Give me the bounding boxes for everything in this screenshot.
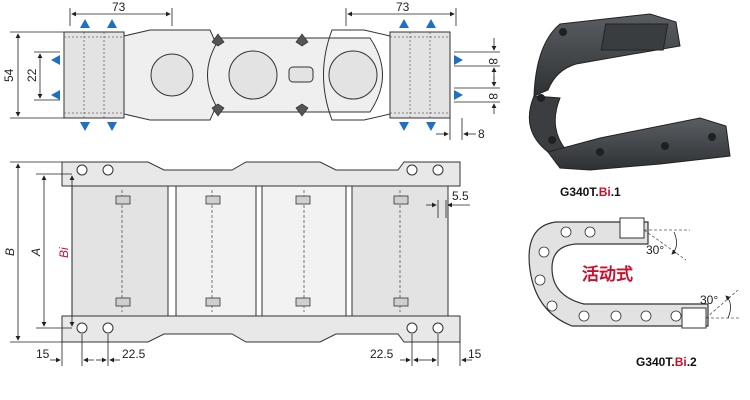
pin-bottom-left: [211, 103, 225, 117]
dim-bottom-15-right: 15: [468, 347, 482, 361]
dim-gap-8-a: 8: [486, 58, 500, 65]
dim-bottom-22-5-right: 22.5: [370, 347, 394, 361]
crossbar-left: [175, 185, 257, 317]
dim-top-73-right: 73: [396, 0, 410, 14]
dim-gap-8-c: 8: [478, 127, 485, 141]
top-left-mounting-bracket: [63, 31, 125, 119]
dim-bottom-15-left: 15: [36, 347, 50, 361]
top-right-mounting-bracket: [389, 31, 451, 119]
bottom-left-mounting-plate: [71, 185, 169, 317]
dim-label-Bi: Bi: [57, 247, 71, 258]
schematic-caption: G340T.Bi.2: [636, 355, 697, 369]
dim-height-22: 22: [25, 68, 39, 82]
top-view-drawing: 73 73 54 22 8 8 8: [2, 0, 500, 141]
schematic-end-bracket-bottom: [681, 307, 707, 329]
dim-bottom-22-5-left: 22.5: [122, 347, 146, 361]
top-rail: [61, 161, 461, 187]
cable-chain-render: G340T.Bi.1: [528, 13, 731, 199]
chain-schematic: 30° 30° 活动式 G340T.Bi.2: [528, 217, 740, 369]
link-hole-left: [150, 53, 194, 97]
dim-height-54: 54: [2, 68, 16, 82]
angle-label-bottom: 30°: [700, 293, 718, 307]
schematic-end-bracket-top: [619, 217, 645, 239]
dim-gap-8-b: 8: [486, 93, 500, 100]
dim-label-B: B: [3, 248, 17, 256]
link-hole-center-left: [228, 50, 278, 100]
chain-lower-run: [547, 117, 731, 171]
link-hole-center-right: [328, 50, 378, 100]
dim-offset-5-5: 5.5: [452, 189, 469, 203]
pin-bottom-right: [295, 103, 309, 117]
angle-label-top: 30°: [646, 243, 664, 257]
dim-label-A: A: [29, 248, 43, 257]
photo-caption: G340T.Bi.1: [560, 185, 621, 199]
bottom-view-drawing: B A Bi 15 22.5 22.5 15 5.5: [3, 161, 482, 366]
pin-top-right: [295, 33, 309, 47]
dim-top-73-left: 73: [112, 0, 126, 14]
bottom-rail: [61, 315, 461, 343]
link-center-slot: [288, 66, 314, 83]
chain-link-right: [323, 29, 391, 121]
pin-top-left: [211, 33, 225, 47]
bolt-holes: [76, 164, 444, 334]
schematic-link-holes: [534, 226, 682, 322]
movable-type-label: 活动式: [582, 264, 633, 285]
marker-group: [51, 19, 463, 131]
chain-bend: [528, 95, 567, 153]
